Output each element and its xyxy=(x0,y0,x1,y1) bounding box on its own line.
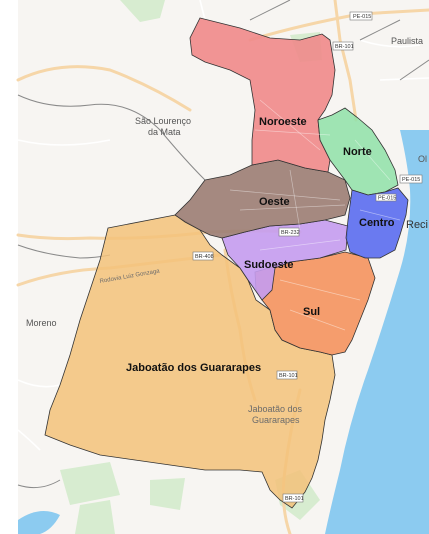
region-label-sudoeste: Sudoeste xyxy=(244,259,294,271)
region-label-sul: Sul xyxy=(303,306,320,318)
region-label-centro: Centro xyxy=(359,217,395,229)
road-shield-pe015-top: PE-015 xyxy=(349,11,373,21)
place-label-paulista: Paulista xyxy=(391,36,423,46)
road-shield-br232: BR-232 xyxy=(278,227,300,237)
place-label-jaboatao-city: Jaboatão dos xyxy=(248,404,303,414)
region-jaboatao[interactable] xyxy=(44,214,336,509)
place-label-recife: Reci xyxy=(406,219,428,231)
urban-streets xyxy=(229,99,401,331)
left-margin xyxy=(0,0,18,534)
road-shield-br101-bottom: BR-101 xyxy=(282,493,304,503)
svg-text:PE-015: PE-015 xyxy=(378,196,396,202)
place-label-olinda: Ol xyxy=(418,154,427,164)
svg-text:BR-408: BR-408 xyxy=(195,254,214,260)
svg-text:BR-101: BR-101 xyxy=(285,496,304,502)
road-shield-br101-south: BR-101 xyxy=(276,370,298,380)
road-shield-br101-top: BR-101 xyxy=(332,41,354,51)
place-label-moreno: Moreno xyxy=(26,318,57,328)
minor-roads xyxy=(17,0,429,451)
region-label-norte: Norte xyxy=(343,146,372,158)
region-label-noroeste: Noroeste xyxy=(259,116,307,128)
region-label-oeste: Oeste xyxy=(259,196,290,208)
svg-text:BR-232: BR-232 xyxy=(281,230,300,236)
svg-text:PE-015: PE-015 xyxy=(353,14,371,20)
ocean xyxy=(325,130,429,534)
road-shield-pe015-centro: PE-015 xyxy=(375,193,396,202)
road-shield-br408: BR-408 xyxy=(192,251,214,261)
svg-text:BR-101: BR-101 xyxy=(335,44,354,50)
region-norte[interactable] xyxy=(317,107,399,196)
svg-text:BR-101: BR-101 xyxy=(279,373,298,379)
region-sul[interactable] xyxy=(254,251,376,356)
bay-water xyxy=(18,511,60,534)
region-centro[interactable] xyxy=(345,187,409,259)
place-label-guararapes-city: Guararapes xyxy=(252,415,300,425)
place-label-sao-lourenco: São Lourenço xyxy=(135,116,191,126)
svg-text:PE-015: PE-015 xyxy=(402,177,420,183)
place-label-da-mata: da Mata xyxy=(148,127,181,137)
region-label-jaboatao: Jaboatão dos Guararapes xyxy=(126,362,261,374)
region-noroeste[interactable] xyxy=(189,17,336,173)
road-shield-pe015-right: PE-015 xyxy=(399,174,423,184)
